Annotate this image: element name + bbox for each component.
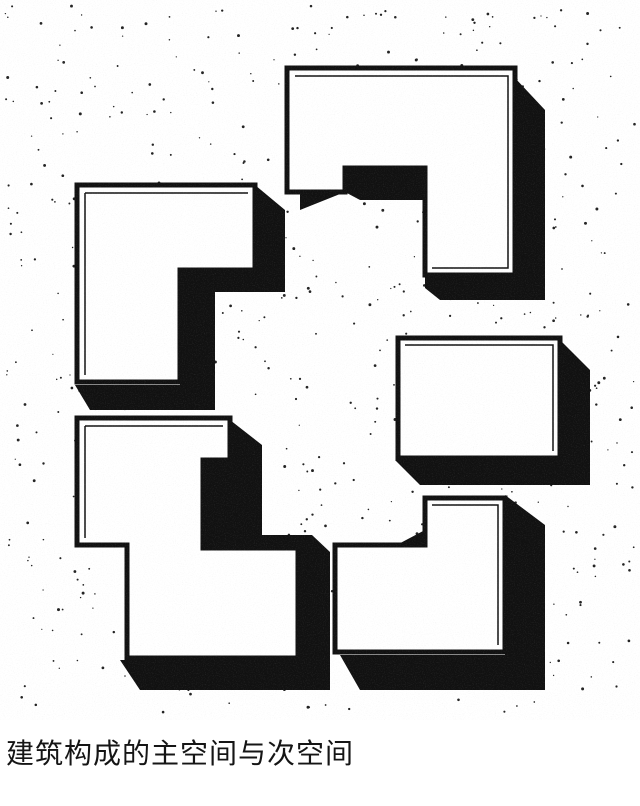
grain-overlay (0, 0, 640, 720)
figure-caption: 建筑构成的主空间与次空间 (6, 737, 355, 770)
architectural-diagram (0, 0, 640, 720)
